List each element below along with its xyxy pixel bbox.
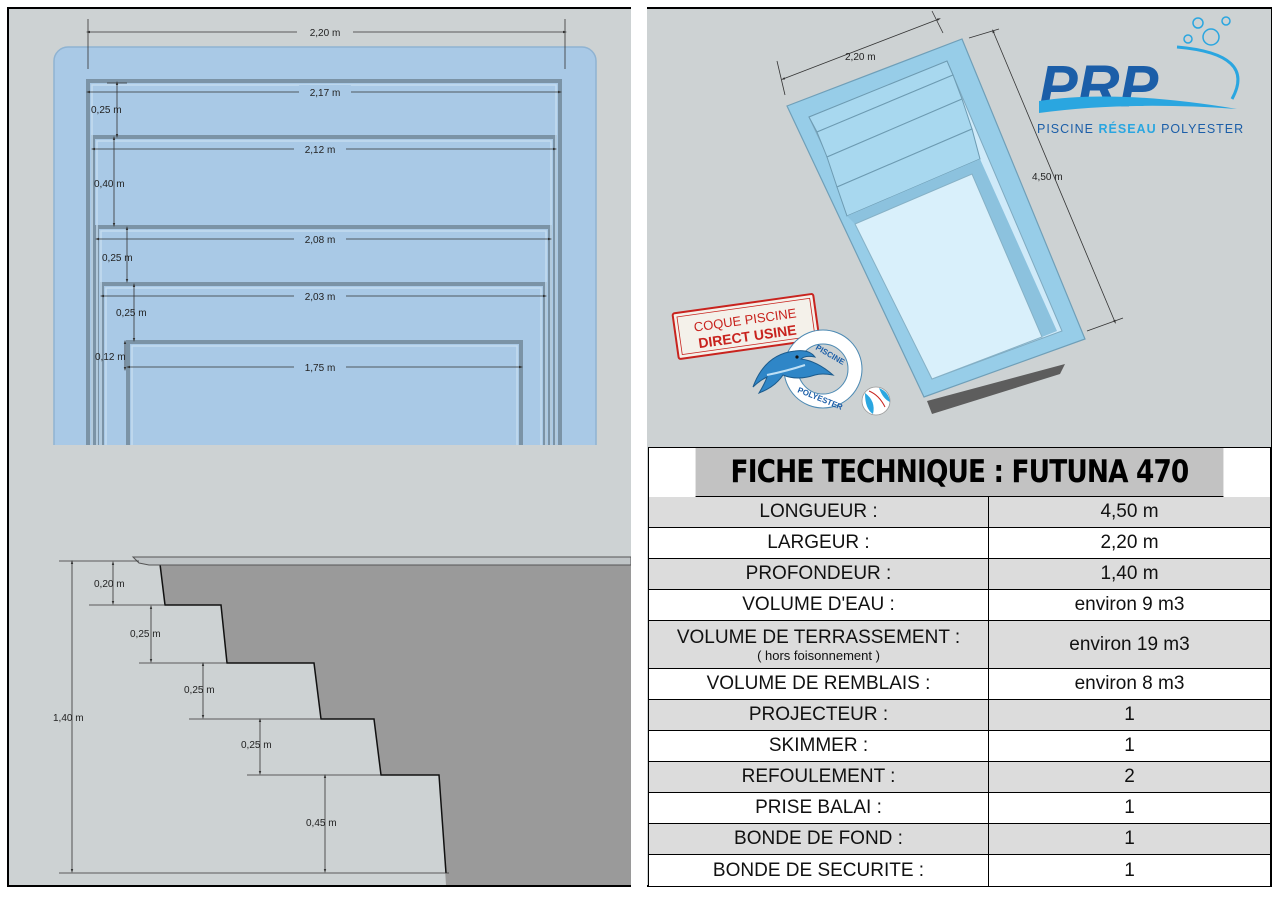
- spec-label: LONGUEUR :: [649, 497, 989, 527]
- plan-step-5-width: 1,75 m: [305, 363, 336, 374]
- spec-label: PRISE BALAI :: [649, 793, 989, 823]
- spec-value: 2,20 m: [1100, 532, 1159, 553]
- spec-label-text: PROJECTEUR :: [748, 704, 889, 725]
- section-riser-1: 0,20 m: [94, 579, 125, 590]
- plan-step-3-width: 2,08 m: [305, 235, 336, 246]
- plan-step-5-depth: 0,12 m: [95, 352, 126, 363]
- spec-row: LARGEUR : 2,20 m: [649, 528, 1270, 559]
- section-riser-5: 0,45 m: [306, 818, 337, 829]
- section-riser-3: 0,25 m: [184, 685, 215, 696]
- spec-label: VOLUME D'EAU :: [649, 590, 989, 620]
- spec-label: VOLUME DE REMBLAIS :: [649, 669, 989, 699]
- section-riser-2: 0,25 m: [130, 629, 161, 640]
- iso-width: 2,20 m: [845, 52, 876, 63]
- spec-value: environ 19 m3: [1069, 633, 1190, 655]
- section-riser-4: 0,25 m: [241, 740, 272, 751]
- spec-label: VOLUME DE TERRASSEMENT :( hors foisonnem…: [649, 621, 989, 668]
- spec-label-text: VOLUME DE REMBLAIS :: [706, 673, 931, 694]
- spec-label-text: VOLUME DE TERRASSEMENT :: [676, 626, 961, 648]
- plan-view-drawing: 2,20 m 2,17 m 2,12 m 2,08 m 2,03 m 1,75 …: [53, 19, 597, 445]
- spec-label: PROFONDEUR :: [649, 559, 989, 589]
- logo-tagline: PISCINE RÉSEAU POLYESTER: [1037, 121, 1244, 136]
- spec-value: 1: [1124, 828, 1135, 849]
- spec-rows: LONGUEUR : 4,50 m LARGEUR : 2,20 m PROFONDEU…: [649, 497, 1270, 886]
- spec-row: SKIMMER : 1: [649, 731, 1270, 762]
- spec-row: LONGUEUR : 4,50 m: [649, 497, 1270, 528]
- direct-usine-stamp: COQUE PISCINE DIRECT USINE PISCINE POLYE…: [671, 293, 891, 416]
- spec-value: 1: [1124, 735, 1135, 756]
- spec-label-text: PROFONDEUR :: [745, 563, 892, 584]
- spec-value: 2: [1124, 766, 1135, 787]
- spec-label: LARGEUR :: [649, 528, 989, 558]
- plan-width-top: 2,20 m: [310, 28, 341, 39]
- panel-divider: [631, 7, 647, 887]
- spec-label-text: LARGEUR :: [767, 532, 870, 553]
- spec-label-subtext: ( hors foisonnement ): [757, 647, 880, 663]
- section-view-drawing: 1,40 m 0,20 m 0,25 m 0,25 m 0,25 m 0,45 …: [53, 556, 631, 885]
- plan-view: 2,20 m 2,17 m 2,12 m 2,08 m 2,03 m 1,75 …: [9, 9, 631, 445]
- prp-logo: PRP PISCINE RÉSEAU POLYESTER: [1037, 16, 1244, 136]
- plan-step-2-depth: 0,40 m: [94, 179, 125, 190]
- spec-label-text: BONDE DE FOND :: [734, 828, 903, 849]
- plan-step-2-width: 2,12 m: [305, 145, 336, 156]
- spec-table: FICHE TECHNIQUE : FUTUNA 470 LONGUEUR : 4…: [648, 447, 1271, 887]
- spec-value: 1: [1124, 859, 1135, 881]
- spec-row: PROJECTEUR : 1: [649, 700, 1270, 731]
- spec-row: PRISE BALAI : 1: [649, 793, 1270, 824]
- spec-row: REFOULEMENT : 2: [649, 762, 1270, 793]
- spec-row: VOLUME DE TERRASSEMENT :( hors foisonnem…: [649, 621, 1270, 669]
- plan-step-1-depth: 0,25 m: [91, 105, 122, 116]
- spec-value: 1: [1124, 704, 1135, 725]
- beach-ball-icon: [861, 386, 891, 416]
- dolphin-icon: [752, 350, 835, 394]
- spec-row: PROFONDEUR : 1,40 m: [649, 559, 1270, 590]
- spec-value: environ 9 m3: [1074, 594, 1185, 615]
- spec-label-text: REFOULEMENT :: [741, 766, 896, 787]
- spec-label: BONDE DE FOND :: [649, 824, 989, 854]
- spec-value: 1: [1124, 797, 1135, 818]
- spec-label-text: VOLUME D'EAU :: [742, 594, 895, 615]
- bubbles-icon: [1183, 16, 1231, 46]
- iso-view-drawing: 2,20 m 4,50 m PRP PISCINE RÉSEAU POLYEST…: [671, 10, 1244, 416]
- spec-label: SKIMMER :: [649, 731, 989, 761]
- iso-length: 4,50 m: [1032, 172, 1063, 183]
- plan-step-4-width: 2,03 m: [305, 292, 336, 303]
- spec-label-text: SKIMMER :: [768, 735, 869, 756]
- plan-step-1-width: 2,17 m: [310, 88, 341, 99]
- section-total-depth: 1,40 m: [53, 713, 84, 724]
- spec-label: REFOULEMENT :: [649, 762, 989, 792]
- spec-label: PROJECTEUR :: [649, 700, 989, 730]
- spec-title: FICHE TECHNIQUE : FUTUNA 470: [695, 448, 1224, 497]
- spec-label-text: BONDE DE SECURITE :: [712, 859, 925, 881]
- spec-label-text: PRISE BALAI :: [755, 797, 882, 818]
- spec-value: 4,50 m: [1100, 501, 1159, 522]
- spec-row: BONDE DE SECURITE : 1: [649, 855, 1270, 886]
- spec-value: 1,40 m: [1100, 563, 1159, 584]
- spec-label: BONDE DE SECURITE :: [649, 855, 989, 886]
- spec-row: VOLUME DE REMBLAIS : environ 8 m3: [649, 669, 1270, 700]
- spec-label-text: LONGUEUR :: [759, 501, 878, 522]
- section-view: 1,40 m 0,20 m 0,25 m 0,25 m 0,25 m 0,45 …: [9, 445, 631, 885]
- iso-view: 2,20 m 4,50 m PRP PISCINE RÉSEAU POLYEST…: [647, 9, 1271, 447]
- spec-value: environ 8 m3: [1074, 673, 1185, 694]
- spec-row: VOLUME D'EAU : environ 9 m3: [649, 590, 1270, 621]
- spec-row: BONDE DE FOND : 1: [649, 824, 1270, 855]
- plan-step-4-depth: 0,25 m: [116, 308, 147, 319]
- plan-step-3-depth: 0,25 m: [102, 253, 133, 264]
